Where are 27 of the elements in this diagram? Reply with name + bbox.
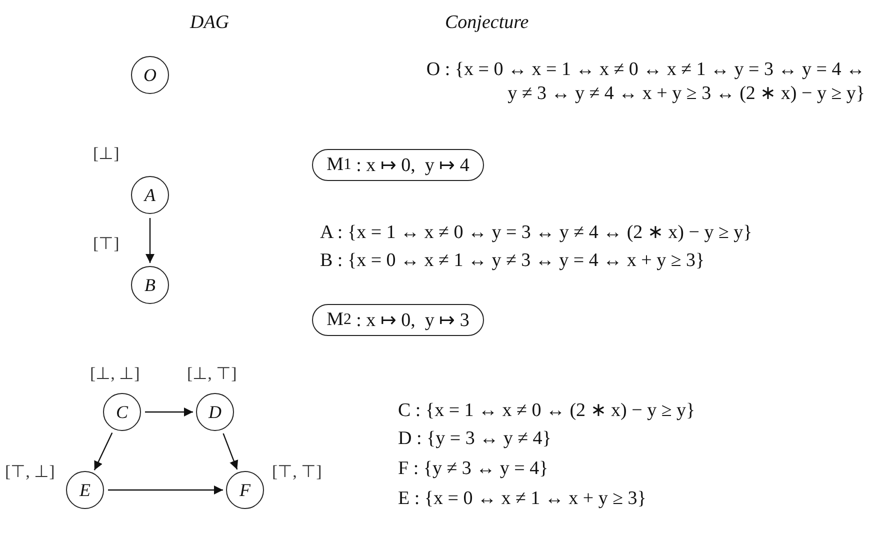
conjecture-text: F : {y ≠ 3 ↔ y = 4} <box>398 458 548 480</box>
conjecture-text: C : {x = 1 ↔ x ≠ 0 ↔ (2 ∗ x) − y ≥ y} <box>398 399 696 422</box>
state-label: [⊥, ⊥] <box>90 363 140 384</box>
circle-node: A <box>131 176 169 214</box>
column-heading: DAG <box>190 12 230 34</box>
arrow <box>146 218 154 263</box>
state-label: [⊤] <box>93 233 120 254</box>
conjecture-text: E : {x = 0 ↔ x ≠ 1 ↔ x + y ≥ 3} <box>398 488 646 510</box>
arrow <box>94 432 113 470</box>
circle-node: D <box>196 393 234 431</box>
conjecture-text: A : {x = 1 ↔ x ≠ 0 ↔ y = 3 ↔ y ≠ 4 ↔ (2 ∗ x) − y ≥ y} <box>320 221 752 244</box>
circle-node: E <box>66 471 104 509</box>
state-label: [⊥, ⊤] <box>187 363 237 384</box>
conjecture-text: D : {y = 3 ↔ y ≠ 4} <box>398 428 552 450</box>
state-label: [⊥] <box>93 143 120 164</box>
conjecture-text: O : {x = 0 ↔ x = 1 ↔ x ≠ 0 ↔ x ≠ 1 ↔ y = 3 ↔ y = 4 ↔ y ≠ 3 ↔ y ≠ 4 ↔ x + y ≥ 3 ↔ (2 ∗ x) − y ≥ y} <box>425 58 865 106</box>
state-label: [⊤, ⊥] <box>5 461 55 482</box>
circle-node: B <box>131 266 169 304</box>
circle-node: C <box>103 393 141 431</box>
arrow <box>222 433 238 470</box>
column-heading: Conjecture <box>445 12 529 34</box>
state-label: [⊤, ⊤] <box>272 461 322 482</box>
circle-node: O <box>131 56 169 94</box>
arrow <box>108 486 223 494</box>
arrow <box>145 408 193 416</box>
conjecture-text: B : {x = 0 ↔ x ≠ 1 ↔ y ≠ 3 ↔ y = 4 ↔ x + y ≥ 3} <box>320 250 705 272</box>
circle-node: F <box>226 471 264 509</box>
